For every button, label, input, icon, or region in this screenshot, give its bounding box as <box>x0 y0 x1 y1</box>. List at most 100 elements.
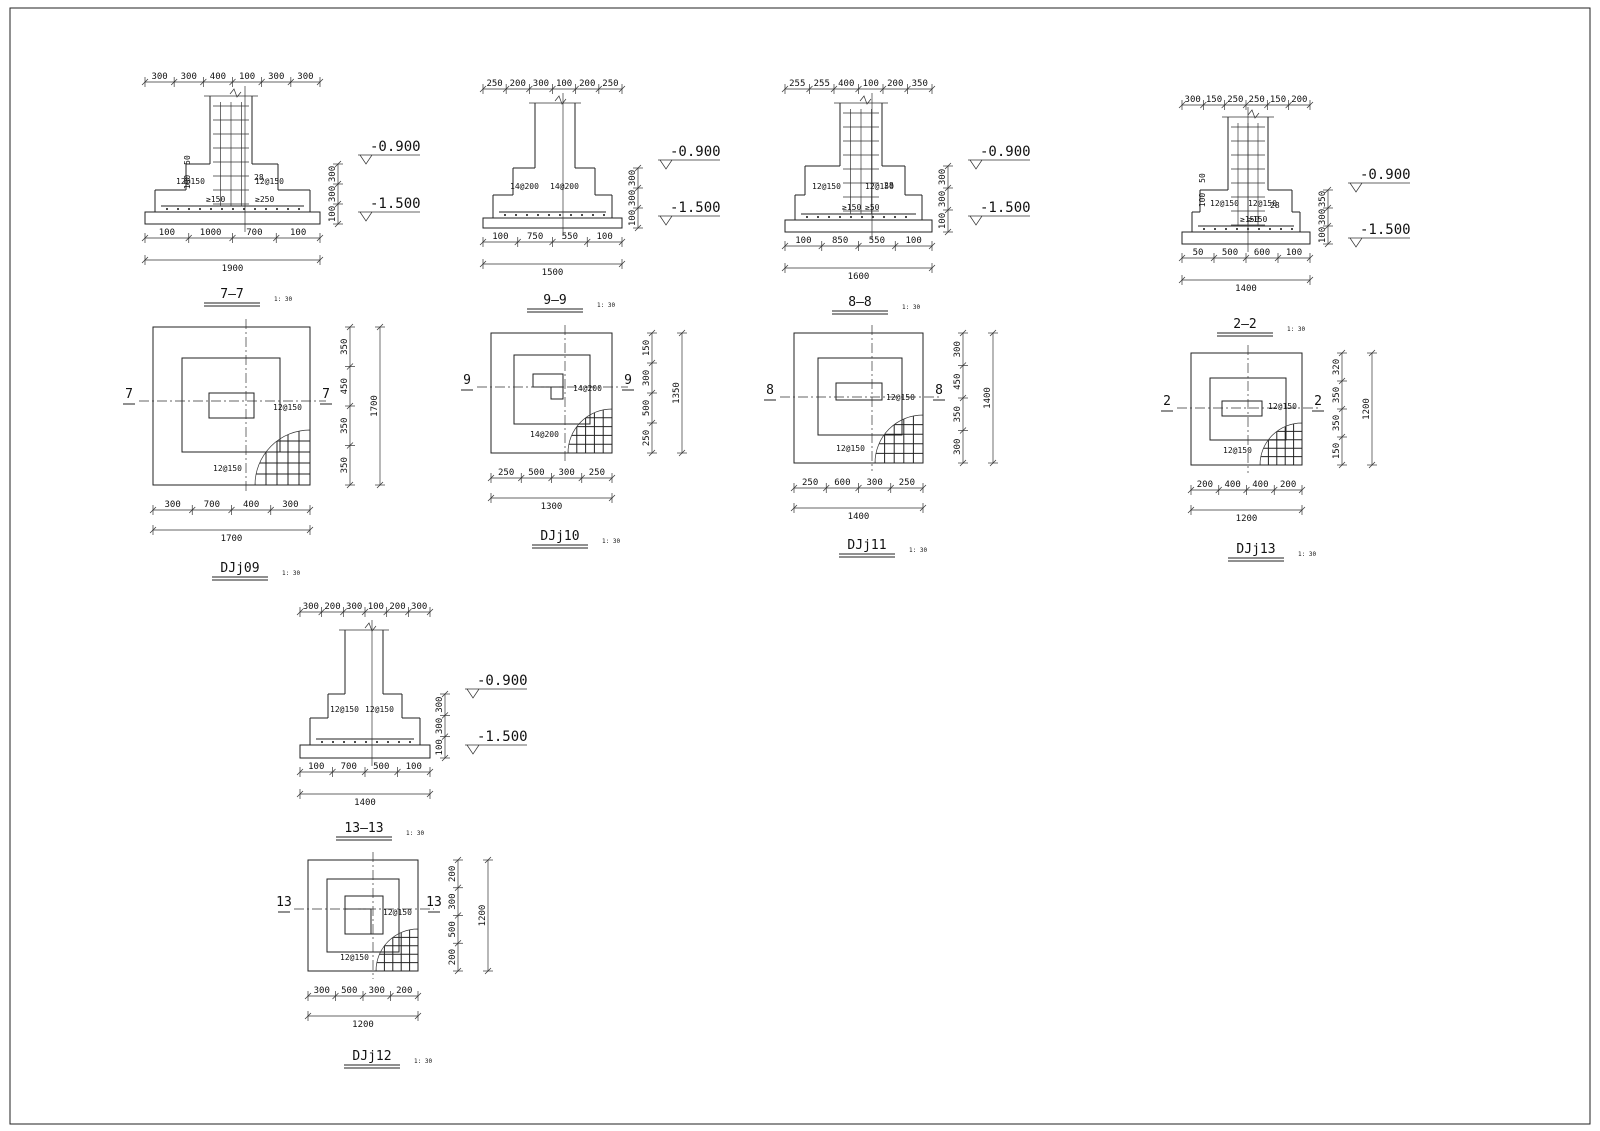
dimension-label: 500 <box>373 762 389 772</box>
dimension-label: 300 <box>642 370 652 386</box>
column-l-shape <box>344 895 384 935</box>
cut-label-left: 2 <box>1163 394 1171 409</box>
dimension-tick <box>273 234 280 242</box>
dimension-tick <box>346 442 354 449</box>
hook-label: ≥50 <box>865 203 880 212</box>
cut-label-right: 2 <box>1314 394 1322 409</box>
dimension-tick <box>1215 486 1222 494</box>
dimension-label: 400 <box>210 72 226 82</box>
rebar-label: 12@150 <box>340 953 369 962</box>
stirrup-label: 28 <box>1270 201 1280 210</box>
drawing-title: 7—7 <box>220 287 243 302</box>
pedestal-outline <box>181 357 281 453</box>
dimension-label: 300 <box>328 186 338 202</box>
side-dimension: 50 <box>183 155 192 165</box>
elevation-triangle <box>466 744 480 755</box>
hook-label: ≥250 <box>255 195 274 204</box>
dimension-tick <box>618 238 626 246</box>
rebar-dot <box>526 214 528 216</box>
rebar-label: 12@150 <box>213 464 242 473</box>
rebar-dot <box>1258 228 1260 230</box>
dimension-label: 300 <box>369 986 385 996</box>
dimension-label: 600 <box>1254 248 1270 258</box>
dimension-tick <box>1178 101 1186 109</box>
dimension-label: 300 <box>558 468 574 478</box>
dimension-label: 550 <box>869 236 885 246</box>
dimension-tick <box>334 220 342 228</box>
dimension-tick <box>1338 349 1346 357</box>
dimension-tick <box>454 912 462 919</box>
dimension-tick <box>855 242 862 250</box>
drawing-title: DJj11 <box>847 538 886 553</box>
dimension-tick <box>634 224 642 232</box>
dimension-label: 200 <box>396 986 412 996</box>
side-dimension: 100 <box>183 175 192 190</box>
dimension-label: 1000 <box>200 228 222 238</box>
dimension-tick <box>1338 433 1346 441</box>
dimension-label: 300 <box>346 602 362 612</box>
dimension-tick <box>332 992 339 1000</box>
dimension-tick <box>989 459 997 467</box>
total-dimension-label: 1200 <box>1236 514 1258 524</box>
drawing-scale: 1: 30 <box>909 547 927 554</box>
rebar-label: 12@150 <box>886 393 915 402</box>
column-outline <box>835 382 883 401</box>
total-dimension-label: 1200 <box>478 905 488 927</box>
rebar-dot <box>581 214 583 216</box>
elevation-triangle <box>1349 237 1363 248</box>
dimension-tick <box>426 790 434 798</box>
dimension-tick <box>823 484 830 492</box>
dimension-label: 300 <box>164 500 180 510</box>
column-outline <box>344 895 384 935</box>
dimension-tick <box>989 329 997 337</box>
rebar-dot <box>504 214 506 216</box>
dimension-tick <box>678 329 686 337</box>
dimension-tick <box>1368 461 1376 469</box>
total-dimension-label: 1600 <box>848 272 870 282</box>
dimension-tick <box>296 608 304 616</box>
dimension-tick <box>855 85 862 93</box>
rebar-dot <box>166 208 168 210</box>
dimension-tick <box>149 526 157 534</box>
dimension-tick <box>1324 204 1332 212</box>
elevation-triangle <box>659 159 673 170</box>
dimension-tick <box>790 484 798 492</box>
dimension-tick <box>484 856 492 864</box>
dimension-tick <box>887 484 894 492</box>
dimension-tick <box>1338 461 1346 469</box>
rebar-label: 12@150 <box>273 403 302 412</box>
dimension-label: 250 <box>602 79 618 89</box>
dimension-tick <box>306 506 314 514</box>
total-dimension-label: 1200 <box>352 1020 374 1030</box>
dimension-tick <box>141 78 149 86</box>
rebar-dot <box>409 741 411 743</box>
dimension-tick <box>648 359 656 367</box>
dimension-tick <box>959 329 967 337</box>
dimension-tick <box>316 234 324 242</box>
rebar-label: 12@150 <box>383 908 412 917</box>
dimension-tick <box>361 608 369 616</box>
dimension-label: 100 <box>596 232 612 242</box>
dimension-tick <box>1285 101 1292 109</box>
dimension-label: 250 <box>642 430 652 446</box>
drawing-title: 13—13 <box>344 821 383 836</box>
dimension-label: 100 <box>628 210 638 226</box>
dimension-tick <box>549 85 556 93</box>
dimension-tick <box>584 238 591 246</box>
dimension-tick <box>879 85 887 93</box>
rebar-dot <box>221 208 223 210</box>
drawing-scale: 1: 30 <box>597 302 615 309</box>
dimension-label: 300 <box>411 602 427 612</box>
dimension-label: 300 <box>953 439 963 455</box>
elevation-label: -0.900 <box>370 139 421 155</box>
dimension-tick <box>170 78 178 86</box>
rebar-dot <box>1236 228 1238 230</box>
dimension-tick <box>405 608 412 616</box>
mesh-arc <box>375 928 419 972</box>
blinding-layer <box>482 217 623 229</box>
dimension-tick <box>334 160 342 168</box>
rebar-dot <box>298 208 300 210</box>
